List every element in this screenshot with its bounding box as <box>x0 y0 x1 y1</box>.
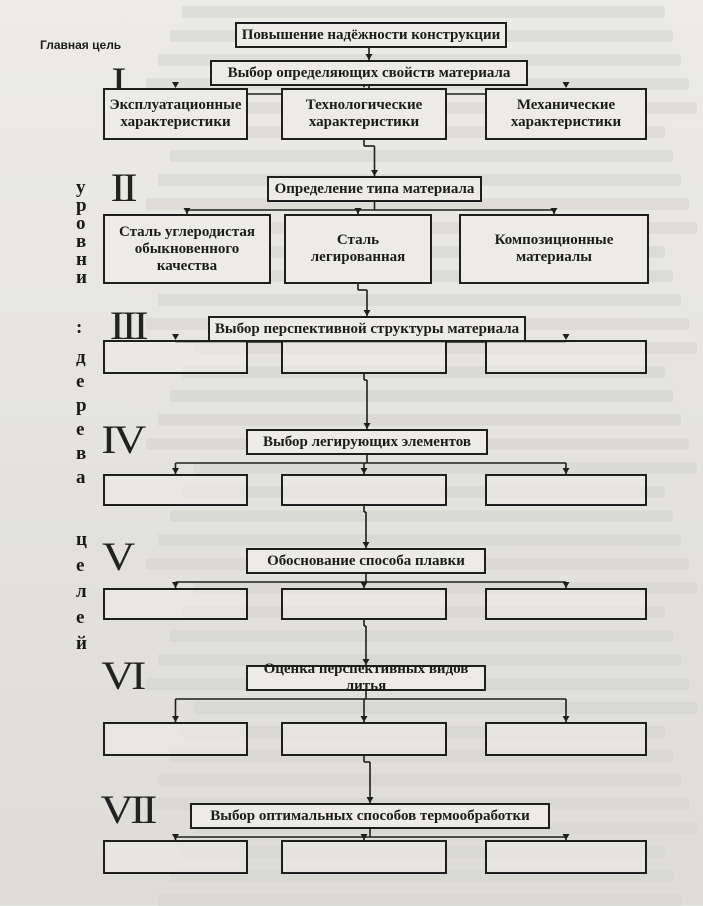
arrow-head-icon <box>365 54 373 60</box>
level-numeral-5: V <box>102 534 135 579</box>
levels-label-char: р <box>76 195 87 216</box>
level-3-child-box-2 <box>281 340 447 374</box>
level-numeral-3: III <box>109 303 149 348</box>
arrow-head-icon <box>363 423 371 429</box>
arrow-head-icon <box>562 582 570 588</box>
arrow-head-icon <box>562 716 570 722</box>
background-line <box>158 534 681 546</box>
arrow-head-icon <box>371 170 378 176</box>
levels-label-char: е <box>76 419 85 440</box>
arrow-head-icon <box>562 82 570 88</box>
background-line <box>194 702 697 714</box>
level-4-title-box: Выбор легирующих элементов <box>246 429 488 455</box>
level-6-title-box: Оценка перспективных видов литья <box>246 661 486 694</box>
arrow-head-icon <box>172 334 179 340</box>
level-2-child-box-3: Композиционные материалы <box>459 214 649 284</box>
levels-label-char: р <box>76 395 87 416</box>
arrow-head-icon <box>172 834 179 840</box>
main-goal-label: Главная цель <box>40 38 122 52</box>
level-5-child-box-1 <box>103 588 248 620</box>
arrow-head-icon <box>183 208 191 214</box>
background-line <box>182 6 665 18</box>
arrow-head-icon <box>172 716 179 722</box>
levels-label-char: о <box>76 213 86 234</box>
background-line <box>158 294 681 306</box>
arrow-head-icon <box>360 582 368 588</box>
levels-label-char: д <box>76 347 86 368</box>
arrow-head-icon <box>550 208 558 214</box>
levels-label-char: в <box>76 231 87 252</box>
level-6-child-box-1 <box>103 722 248 756</box>
level-6-child-box-2 <box>281 722 447 756</box>
level-1-child-box-2: Технологические характеристики <box>281 88 447 140</box>
level-numeral-7: VII <box>100 787 158 832</box>
arrow-head-icon <box>172 468 179 474</box>
levels-label-char: : <box>76 317 83 338</box>
level-2-child-box-2: Сталь легированная <box>284 214 432 284</box>
background-line <box>158 894 681 906</box>
arrow-head-icon <box>562 834 570 840</box>
levels-label-char: е <box>76 371 85 392</box>
arrow-head-icon <box>362 542 370 548</box>
level-numeral-4: IV <box>101 417 146 462</box>
level-2-title-box: Определение типа материала <box>267 176 482 202</box>
arrow-head-icon <box>354 208 362 214</box>
background-line <box>170 150 673 162</box>
arrow-head-icon <box>363 310 371 316</box>
level-2-child-box-1: Сталь углеродистая обыкновенного качеств… <box>103 214 271 284</box>
arrow-head-icon <box>360 468 368 474</box>
level-6-child-box-3 <box>485 722 647 756</box>
level-numeral-2: II <box>110 165 137 210</box>
arrow-head-icon <box>360 834 368 840</box>
background-line <box>158 654 681 666</box>
levels-label-char: у <box>76 177 86 198</box>
level-5-child-box-2 <box>281 588 447 620</box>
level-7-child-box-3 <box>485 840 647 874</box>
level-numeral-6: VI <box>101 653 146 698</box>
level-1-child-box-1: Эксплуатационные характеристики <box>103 88 248 140</box>
level-1-title-box: Выбор определяющих свойств материала <box>210 60 528 86</box>
levels-label-char: а <box>76 467 86 488</box>
arrow-head-icon <box>172 82 179 88</box>
levels-label-char: в <box>76 443 87 464</box>
background-line <box>158 414 681 426</box>
levels-label-char: и <box>76 267 87 288</box>
arrow-head-icon <box>362 659 370 665</box>
level-3-child-box-1 <box>103 340 248 374</box>
arrow-head-icon <box>562 468 570 474</box>
level-3-title-box: Выбор перспективной структуры материала <box>208 316 526 342</box>
arrow-head-icon <box>366 797 374 803</box>
background-line <box>170 390 673 402</box>
level-7-title-box: Выбор оптимальных способов термообработк… <box>190 803 550 829</box>
arrow-head-icon <box>360 716 368 722</box>
level-7-child-box-2 <box>281 840 447 874</box>
levels-label-char: е <box>76 607 85 628</box>
level-3-child-box-3 <box>485 340 647 374</box>
arrow-head-icon <box>172 582 179 588</box>
background-line <box>194 462 697 474</box>
level-1-child-box-3: Механические характеристики <box>485 88 647 140</box>
levels-label-char: й <box>76 633 87 654</box>
levels-label-char: н <box>76 249 87 270</box>
levels-label-char: е <box>76 555 85 576</box>
level-7-child-box-1 <box>103 840 248 874</box>
background-line <box>158 774 681 786</box>
levels-label-char: л <box>76 581 87 602</box>
arrow-head-icon <box>562 334 570 340</box>
levels-label-char: ц <box>76 529 87 550</box>
level-4-child-box-3 <box>485 474 647 506</box>
level-4-child-box-2 <box>281 474 447 506</box>
background-line <box>170 510 673 522</box>
level-5-title-box: Обоснование способа плавки <box>246 548 486 574</box>
root-goal-box: Повышение надёжности конструкции <box>235 22 507 48</box>
level-4-child-box-1 <box>103 474 248 506</box>
background-line <box>170 630 673 642</box>
level-5-child-box-3 <box>485 588 647 620</box>
